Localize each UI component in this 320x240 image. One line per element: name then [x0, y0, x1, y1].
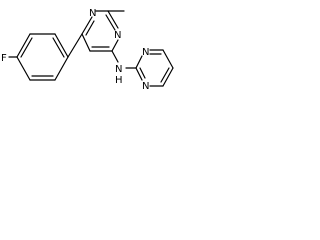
atom-amine-n: N — [115, 64, 122, 75]
atom-pyrimidine2-n-upper: N — [142, 47, 149, 58]
central-pyrimidine-ring — [81, 10, 125, 52]
bond-pyr2-n3-c2-inner — [139, 67, 146, 79]
terminal-pyrimidine-ring — [135, 49, 174, 87]
bond-c4-nh — [111, 50, 119, 63]
bond-pyr-c6-n1-inner — [85, 20, 95, 36]
bond-pyr-c2-n3 — [107, 10, 119, 29]
bond-pyr2-c5-c4 — [162, 67, 174, 87]
atom-amine-h: H — [115, 75, 123, 86]
bond-pyr-c6-n1 — [81, 16, 93, 35]
bond-phenyl-3 — [54, 33, 69, 58]
bond-pyr2-n3-c2 — [135, 67, 143, 81]
bond-phenyl-6 — [16, 56, 31, 81]
bond-pyr-c2-n3-inner — [105, 14, 116, 31]
bond-phenyl-3-inner — [52, 37, 65, 58]
atom-pyrimidine-n-bottom: N — [114, 30, 121, 41]
bond-pyr-n3-c4 — [111, 39, 119, 52]
bond-phenyl-4 — [54, 56, 69, 81]
bond-pyr2-c2-n1 — [135, 55, 143, 69]
bond-phenyl-1-inner — [20, 37, 33, 58]
fluorophenyl-ring — [8, 33, 69, 81]
bond-phenyl-1 — [16, 33, 31, 58]
chemical-structure-diagram: F N N N H N N — [1, 8, 174, 92]
bond-phenyl-pyrimidine — [67, 33, 83, 58]
bond-pyr2-c5-c4-inner — [160, 67, 170, 83]
atom-pyrimidine2-n-lower: N — [142, 81, 149, 92]
bond-pyr2-c6-c5 — [162, 49, 174, 69]
atom-fluorine: F — [1, 53, 7, 64]
bond-pyr-c5-c6 — [81, 33, 91, 52]
atom-pyrimidine-n-top: N — [89, 8, 96, 19]
